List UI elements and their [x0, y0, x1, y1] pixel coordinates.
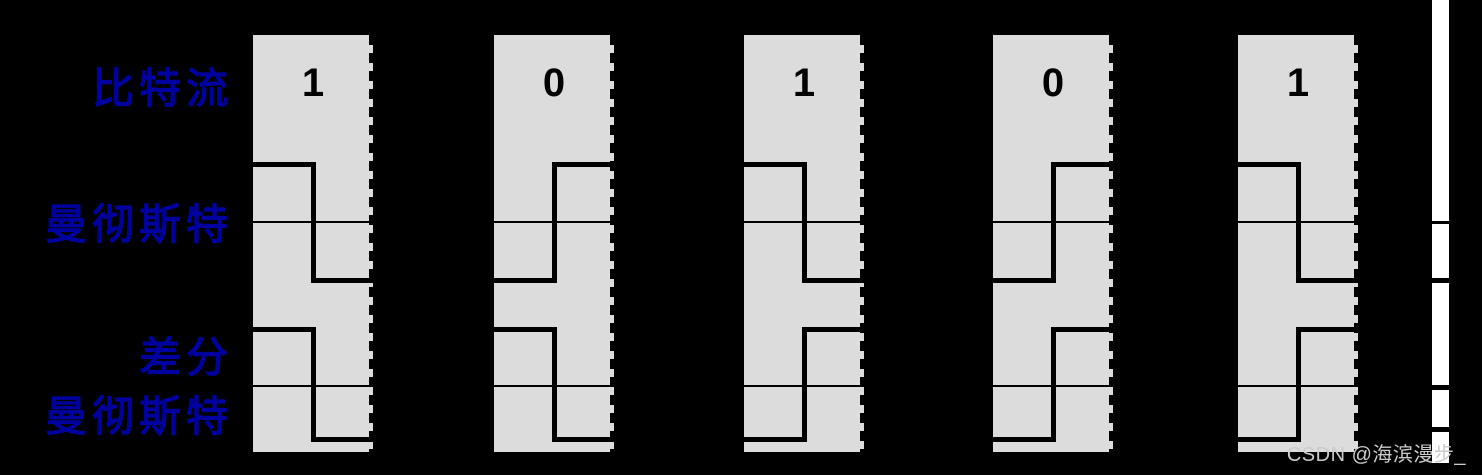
- next-cell-gridline: [1432, 427, 1449, 432]
- next-cell-partial: [1432, 0, 1449, 463]
- differential-manchester-wave-transition: [802, 327, 807, 442]
- manchester-wave-second-half: [552, 162, 614, 167]
- differential-manchester-wave-transition: [311, 327, 316, 442]
- bit-value: 0: [1041, 61, 1065, 105]
- manchester-wave-first-half: [1238, 162, 1300, 167]
- manchester-wave-second-half: [1051, 162, 1113, 167]
- manchester-wave-transition: [1051, 162, 1056, 283]
- label-bitstream: 比特流: [91, 65, 233, 112]
- manchester-wave-transition: [552, 162, 557, 283]
- differential-manchester-wave-transition: [1051, 327, 1056, 442]
- next-cell-gridline: [1432, 221, 1449, 224]
- differential-manchester-wave-first-half: [494, 327, 556, 332]
- manchester-wave-second-half: [1296, 278, 1358, 283]
- differential-manchester-wave-first-half: [1238, 437, 1300, 442]
- differential-manchester-wave-transition: [552, 327, 557, 442]
- bit-value: 1: [792, 61, 816, 105]
- differential-manchester-wave-second-half: [311, 437, 373, 442]
- bit-boundary-dashed-line: [1354, 35, 1358, 452]
- next-cell-gridline: [1432, 278, 1449, 283]
- label-manchester: 曼彻斯特: [44, 201, 233, 248]
- manchester-wave-second-half: [311, 278, 373, 283]
- next-cell-gridline: [1432, 385, 1449, 390]
- bit-value: 1: [1286, 61, 1310, 105]
- bit-cell-5: 1: [1238, 35, 1358, 452]
- differential-manchester-wave-transition: [1296, 327, 1301, 442]
- manchester-wave-first-half: [993, 278, 1055, 283]
- watermark-text: CSDN @海滨漫步_: [1286, 444, 1466, 466]
- label-differential-line1: 差分: [138, 334, 233, 381]
- manchester-wave-first-half: [253, 162, 315, 167]
- differential-manchester-wave-second-half: [552, 437, 614, 442]
- bit-cell-4: 0: [993, 35, 1113, 452]
- bit-boundary-dashed-line: [369, 35, 373, 452]
- bit-cell-3: 1: [744, 35, 864, 452]
- bit-boundary-dashed-line: [610, 35, 614, 452]
- bit-cell-2: 0: [494, 35, 614, 452]
- manchester-wave-first-half: [494, 278, 556, 283]
- differential-manchester-wave-second-half: [1296, 327, 1358, 332]
- differential-manchester-wave-first-half: [744, 437, 806, 442]
- differential-manchester-wave-first-half: [253, 327, 315, 332]
- differential-manchester-wave-second-half: [1051, 327, 1113, 332]
- manchester-wave-first-half: [744, 162, 806, 167]
- manchester-wave-second-half: [802, 278, 864, 283]
- differential-manchester-wave-second-half: [802, 327, 864, 332]
- differential-manchester-wave-first-half: [993, 437, 1055, 442]
- manchester-wave-transition: [802, 162, 807, 283]
- label-differential-line2: 曼彻斯特: [44, 393, 233, 440]
- bit-boundary-dashed-line: [1109, 35, 1113, 452]
- bit-boundary-dashed-line: [860, 35, 864, 452]
- bit-value: 1: [301, 61, 325, 105]
- bit-value: 0: [542, 61, 566, 105]
- manchester-wave-transition: [311, 162, 316, 283]
- bit-cell-1: 1: [253, 35, 373, 452]
- manchester-wave-transition: [1296, 162, 1301, 283]
